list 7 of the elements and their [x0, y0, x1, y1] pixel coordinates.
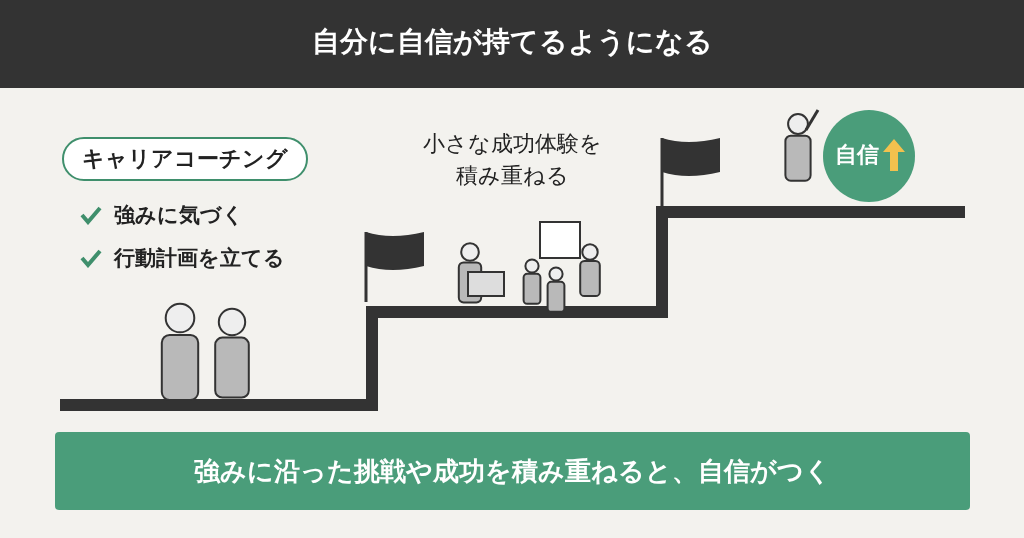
- caption: 強みに沿った挑戦や成功を積み重ねると、自信がつく: [193, 455, 832, 488]
- circle-text: 自信: [835, 141, 879, 169]
- title: 自分に自信が持てるようになる: [310, 24, 714, 60]
- pill-label: キャリアコーチング: [62, 137, 308, 181]
- checklist-item: 強みに気づく: [114, 202, 244, 229]
- step-caption: 小さな成功体験を積み重ねる: [421, 130, 603, 190]
- checklist-item: 行動計画を立てる: [114, 245, 285, 272]
